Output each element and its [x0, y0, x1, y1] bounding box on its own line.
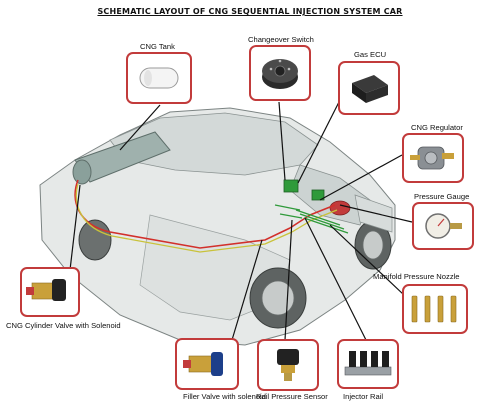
engine-components	[274, 179, 349, 234]
frame-manifold-pressure-nozzle	[402, 284, 468, 334]
label-cng-regulator: CNG Regulator	[411, 123, 463, 132]
gauge-icon	[425, 213, 462, 239]
leader-lines	[69, 99, 413, 341]
leader-cng-tank	[119, 104, 161, 151]
label-changeover-switch: Changeover Switch	[248, 35, 314, 44]
frame-cng-regulator	[402, 133, 464, 183]
frame-injector-rail	[337, 339, 399, 389]
cylinder-valve-icon	[26, 279, 66, 301]
regulator-icon	[410, 146, 454, 170]
headlight-red	[329, 200, 351, 216]
ecu-icon	[352, 75, 388, 103]
switch-icon	[262, 59, 298, 89]
leader-manifold-nozzle	[329, 224, 405, 296]
cng-tank-icon	[139, 67, 179, 89]
injector-rail-icon	[344, 351, 392, 376]
label-cng-tank: CNG Tank	[140, 42, 175, 51]
label-manifold-pressure-nozzle: Manifold Pressure Nozzle	[373, 272, 460, 281]
label-cylinder-valve: CNG Cylinder Valve with Solenoid	[6, 321, 121, 330]
leader-cng-regulator	[319, 154, 403, 201]
leader-pressure-gauge	[339, 204, 413, 223]
sensor-icon	[277, 349, 299, 381]
label-rail-pressure-sensor: Rail Pressure Sensor	[256, 392, 328, 401]
frame-rail-pressure-sensor	[257, 339, 319, 391]
label-filler-valve: Filler Valve with solenoid	[183, 392, 267, 401]
frame-changeover-switch	[249, 45, 311, 101]
leader-gas-ecu	[297, 99, 341, 184]
frame-gas-ecu	[338, 61, 400, 115]
leader-changeover-switch	[278, 101, 286, 181]
leader-injector-rail	[304, 217, 367, 341]
label-gas-ecu: Gas ECU	[354, 50, 387, 59]
cng-tank-in-car	[72, 131, 171, 185]
diagram-title: SCHEMATIC LAYOUT OF CNG SEQUENTIAL INJEC…	[97, 7, 403, 16]
leader-filler-valve	[231, 239, 263, 341]
frame-cylinder-valve	[20, 267, 80, 317]
leader-cylinder-valve	[69, 184, 81, 271]
label-injector-rail: Injector Rail	[343, 392, 384, 401]
frame-filler-valve	[175, 338, 239, 390]
nozzle-icon	[411, 295, 457, 323]
frame-pressure-gauge	[412, 202, 474, 250]
label-pressure-gauge: Pressure Gauge	[414, 192, 470, 201]
filler-valve-icon	[183, 352, 223, 376]
frame-cng-tank	[126, 52, 192, 104]
leader-rail-pressure	[284, 219, 293, 341]
